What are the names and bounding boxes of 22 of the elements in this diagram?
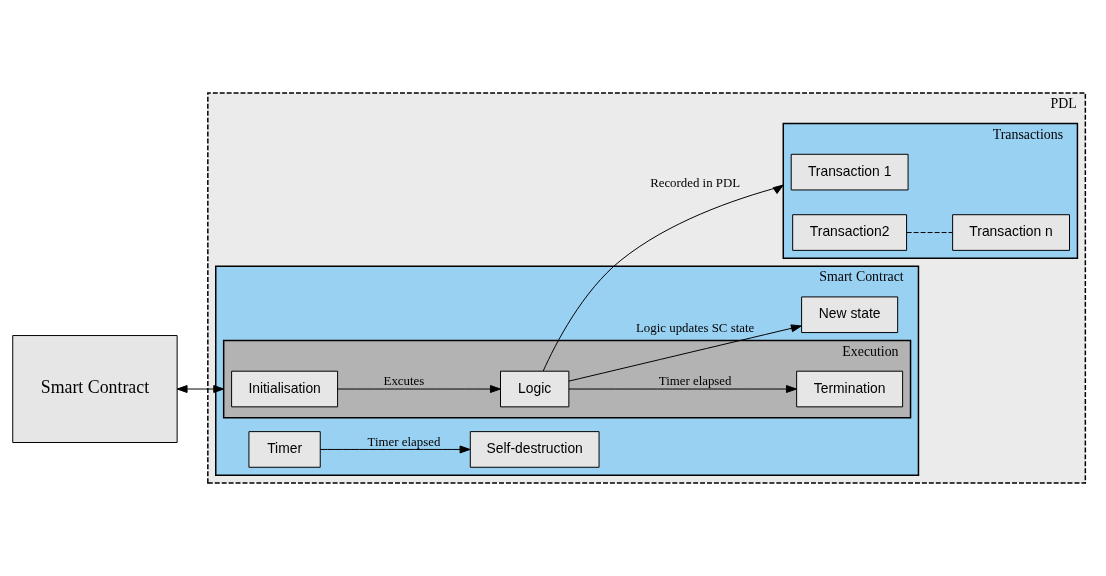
- node-box: Self-destruction: [469, 431, 600, 468]
- arrow: [568, 324, 802, 382]
- node-box: Termination: [796, 370, 904, 408]
- node-box: Transaction2: [792, 214, 908, 251]
- arrow: [176, 385, 225, 393]
- arrow: [542, 184, 784, 372]
- node-box: New state: [801, 296, 899, 334]
- node-box: Smart Contract: [12, 335, 178, 443]
- node-box: Logic: [500, 370, 570, 408]
- node-box: Timer: [248, 431, 321, 468]
- arrow: [319, 445, 471, 454]
- connector: [906, 232, 953, 234]
- node-box: Initialisation: [231, 370, 339, 408]
- edge-label: Logic updates SC state: [636, 320, 755, 335]
- arrow: [337, 385, 501, 393]
- node-box: Transaction n: [952, 214, 1070, 251]
- edge-label: Timer elapsed: [658, 374, 732, 389]
- edge-label: Excutes: [383, 374, 425, 389]
- node-box: Transaction 1: [790, 153, 909, 191]
- edge-label: Recorded in PDL: [650, 176, 741, 191]
- edge-label: Timer elapsed: [367, 434, 441, 449]
- arrow: [568, 385, 797, 393]
